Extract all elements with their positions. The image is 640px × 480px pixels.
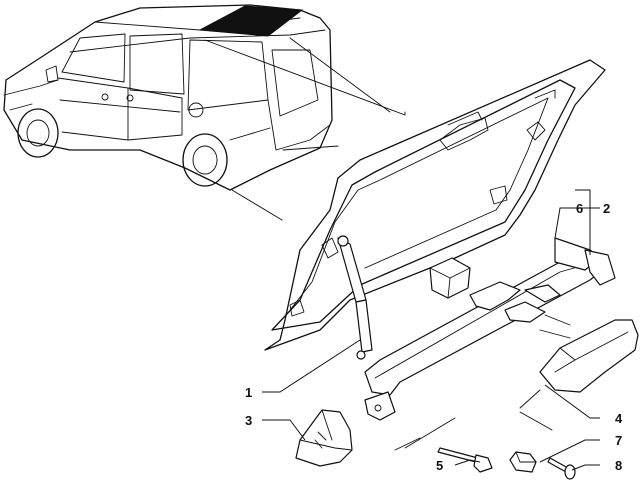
callout-1: 1	[245, 385, 252, 400]
leader-lines	[262, 189, 600, 471]
hinge-arm-part	[364, 237, 616, 421]
detail-projection-line	[289, 37, 391, 113]
hinge-cover-part	[295, 409, 353, 467]
callout-5: 5	[436, 458, 443, 473]
roof-hatch-frame	[264, 59, 606, 351]
bolt-part	[437, 447, 493, 473]
callout-6: 6	[576, 201, 583, 216]
van-illustration	[3, 4, 333, 191]
callout-8: 8	[615, 458, 622, 473]
handle-cover-part	[539, 319, 639, 393]
callout-3: 3	[245, 413, 252, 428]
detail-projection-line	[204, 39, 406, 116]
callout-2: 2	[603, 201, 610, 216]
screw-part	[547, 457, 576, 480]
roof-hatch-highlight	[198, 5, 304, 37]
gas-strut-part	[337, 235, 373, 360]
clip-part	[509, 451, 537, 473]
callout-4: 4	[615, 411, 623, 426]
callout-7: 7	[615, 433, 622, 448]
